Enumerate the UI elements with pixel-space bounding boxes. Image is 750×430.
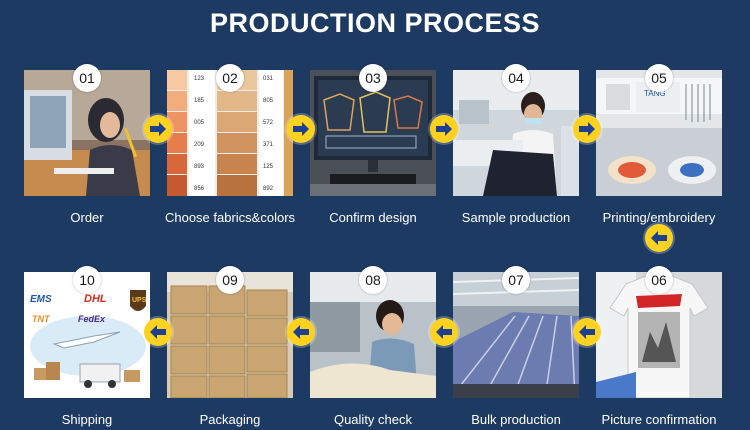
step-label: Picture confirmation	[601, 412, 717, 427]
swatch-code: 892	[263, 186, 274, 192]
arrow-left-icon	[287, 318, 315, 346]
arrow-right-icon	[573, 115, 601, 143]
step-number-badge: 10	[73, 266, 101, 294]
arrow-left-icon	[573, 318, 601, 346]
step-number-badge: 07	[502, 266, 530, 294]
machine-brand: TANG	[644, 89, 666, 98]
step-label: Shipping	[61, 412, 113, 427]
step-number-badge: 03	[359, 64, 387, 92]
swatch-code: 031	[263, 76, 274, 82]
arrow-left-icon	[645, 224, 673, 252]
tnt-logo: TNT	[32, 314, 51, 324]
step-label: Choose fabrics&colors	[164, 210, 296, 225]
step-number-badge: 09	[216, 266, 244, 294]
step-label: Order	[70, 210, 104, 225]
swatch-code: 005	[194, 120, 205, 126]
swatch-code: 856	[194, 186, 205, 192]
step-number-badge: 08	[359, 266, 387, 294]
dhl-logo: DHL	[84, 293, 107, 305]
step-label: Quality check	[333, 412, 413, 427]
step-label: Bulk production	[471, 412, 561, 427]
ems-logo: EMS	[30, 294, 52, 305]
step-number-badge: 02	[216, 64, 244, 92]
step-label: Packaging	[199, 412, 261, 427]
step-label: Sample production	[461, 210, 571, 225]
arrow-right-icon	[430, 115, 458, 143]
step-number-badge: 04	[502, 64, 530, 92]
swatch-code: 125	[263, 164, 274, 170]
design-monitor-photo	[310, 70, 436, 196]
swatch-code: 123	[194, 76, 205, 82]
swatch-code: 185	[194, 98, 205, 104]
arrow-left-icon	[144, 318, 172, 346]
ups-logo: UPS	[132, 297, 147, 304]
step-label: Printing/embroidery	[602, 210, 716, 225]
tshirt-photo	[596, 272, 722, 398]
step-number-badge: 05	[645, 64, 673, 92]
arrow-right-icon	[287, 115, 315, 143]
page-title: PRODUCTION PROCESS	[209, 8, 541, 38]
step-number-badge: 06	[645, 266, 673, 294]
swatch-code: 572	[263, 120, 274, 126]
arrow-right-icon	[144, 115, 172, 143]
swatch-code: 209	[194, 142, 205, 148]
fedex-logo: FedEx	[78, 314, 106, 324]
step-label: Confirm design	[329, 210, 417, 225]
swatch-code: 371	[263, 142, 274, 148]
embroidery-machine-photo: TANG	[596, 70, 722, 196]
step-number-badge: 01	[73, 64, 101, 92]
swatch-code: 893	[194, 164, 205, 170]
swatch-code: 805	[263, 98, 274, 104]
arrow-left-icon	[430, 318, 458, 346]
